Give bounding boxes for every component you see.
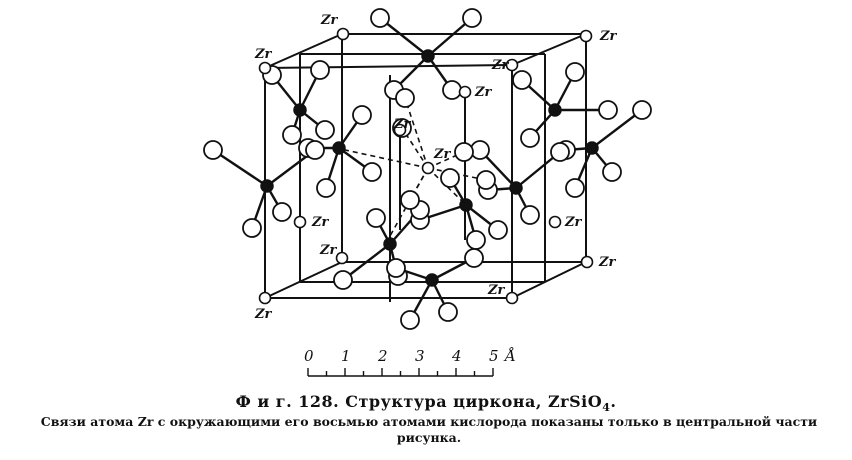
silicon-atom xyxy=(585,141,599,155)
caption-title-prefix: Ф и г. 128. Структура циркона, xyxy=(235,392,542,411)
zr-label: Zr xyxy=(254,47,272,62)
si-o-bond xyxy=(591,109,643,149)
oxygen-atom xyxy=(272,202,292,222)
oxygen-atom xyxy=(315,120,335,140)
si-o-bond xyxy=(212,149,268,187)
silicon-atom xyxy=(459,198,473,212)
zr-label: Zr xyxy=(311,215,329,230)
scale-tick-label: 5 xyxy=(489,347,499,365)
oxygen-atom xyxy=(333,270,353,290)
caption-formula: ZrSiO4. xyxy=(548,392,617,415)
silicon-atom xyxy=(425,273,439,287)
oxygen-atom xyxy=(395,88,415,108)
cell-edge xyxy=(511,33,587,66)
oxygen-atom xyxy=(316,178,336,198)
zirconium-atom xyxy=(336,27,350,41)
oxygen-atom xyxy=(512,70,532,90)
zr-label: Zr xyxy=(487,283,505,298)
oxygen-atom xyxy=(352,105,372,125)
zirconium-atom xyxy=(393,123,407,137)
oxygen-atom xyxy=(400,190,420,210)
scale-tick-label: 3 xyxy=(415,347,425,365)
cell-edge xyxy=(511,261,587,299)
figure-caption-text: Связи атома Zr с окружающими его восьмью… xyxy=(40,414,818,445)
zr-label: Zr xyxy=(491,58,509,73)
zirconium-atom xyxy=(421,161,435,175)
cell-edge xyxy=(264,261,343,299)
zr-o-dashed-bond xyxy=(404,97,429,169)
oxygen-atom xyxy=(454,142,474,162)
silicon-atom xyxy=(332,141,346,155)
silicon-atom xyxy=(421,49,435,63)
oxygen-atom xyxy=(242,218,262,238)
oxygen-atom xyxy=(520,128,540,148)
oxygen-atom xyxy=(462,8,482,28)
oxygen-atom xyxy=(598,100,618,120)
oxygen-atom xyxy=(203,140,223,160)
zr-label: Zr xyxy=(319,243,337,258)
silicon-atom xyxy=(293,103,307,117)
scale-tick-label: 1 xyxy=(341,347,351,365)
oxygen-atom xyxy=(366,208,386,228)
zirconium-atom xyxy=(293,215,307,229)
zr-label: Zr xyxy=(474,85,492,100)
zirconium-atom xyxy=(505,58,519,72)
zr-o-dashed-bond xyxy=(427,151,465,169)
oxygen-atom xyxy=(476,170,496,190)
cell-edge xyxy=(264,33,343,69)
oxygen-atom xyxy=(400,310,420,330)
oxygen-atom xyxy=(565,178,585,198)
silicon-atom xyxy=(260,179,274,193)
scale-tick-label: 4 xyxy=(451,347,462,365)
scale-tick-label: 0 xyxy=(304,347,314,365)
zr-label: Zr xyxy=(599,29,617,44)
oxygen-atom xyxy=(602,162,622,182)
scale-unit-label: Å xyxy=(503,347,516,365)
oxygen-atom xyxy=(632,100,652,120)
oxygen-atom xyxy=(386,258,406,278)
zirconium-atom xyxy=(505,291,519,305)
oxygen-atom xyxy=(282,125,302,145)
atoms-layer xyxy=(203,8,652,330)
zr-label: Zr xyxy=(598,255,616,270)
silicon-atom xyxy=(383,237,397,251)
oxygen-atom xyxy=(470,140,490,160)
oxygen-atom xyxy=(565,62,585,82)
zr-label: Zr xyxy=(564,215,582,230)
zr-o-dashed-bond xyxy=(335,147,429,169)
oxygen-atom xyxy=(442,80,462,100)
zirconium-atom xyxy=(258,291,272,305)
figure-caption-title: Ф и г. 128. Структура циркона, ZrSiO4. xyxy=(0,392,852,414)
oxygen-atom xyxy=(438,302,458,322)
zirconium-atom xyxy=(579,29,593,43)
zirconium-atom xyxy=(258,61,272,75)
oxygen-atom xyxy=(310,60,330,80)
oxygen-atom xyxy=(370,8,390,28)
zirconium-atom xyxy=(548,215,562,229)
oxygen-atom xyxy=(305,140,325,160)
silicon-atom xyxy=(548,103,562,117)
scale-tick-label: 2 xyxy=(377,347,388,365)
zr-label: Zr xyxy=(393,117,411,132)
zr-label: Zr xyxy=(254,307,272,322)
cell-edge xyxy=(264,64,513,69)
oxygen-atom xyxy=(520,205,540,225)
silicon-atom xyxy=(509,181,523,195)
si-o-bond xyxy=(379,17,429,57)
oxygen-atom xyxy=(550,142,570,162)
zr-label: Zr xyxy=(320,13,338,28)
oxygen-atom xyxy=(464,248,484,268)
oxygen-atom xyxy=(362,162,382,182)
oxygen-atom xyxy=(488,220,508,240)
oxygen-atom xyxy=(440,168,460,188)
zirconium-atom xyxy=(458,85,472,99)
zr-label: Zr xyxy=(433,147,451,162)
oxygen-atom xyxy=(466,230,486,250)
zirconium-atom xyxy=(580,255,594,269)
zirconium-atom xyxy=(335,251,349,265)
